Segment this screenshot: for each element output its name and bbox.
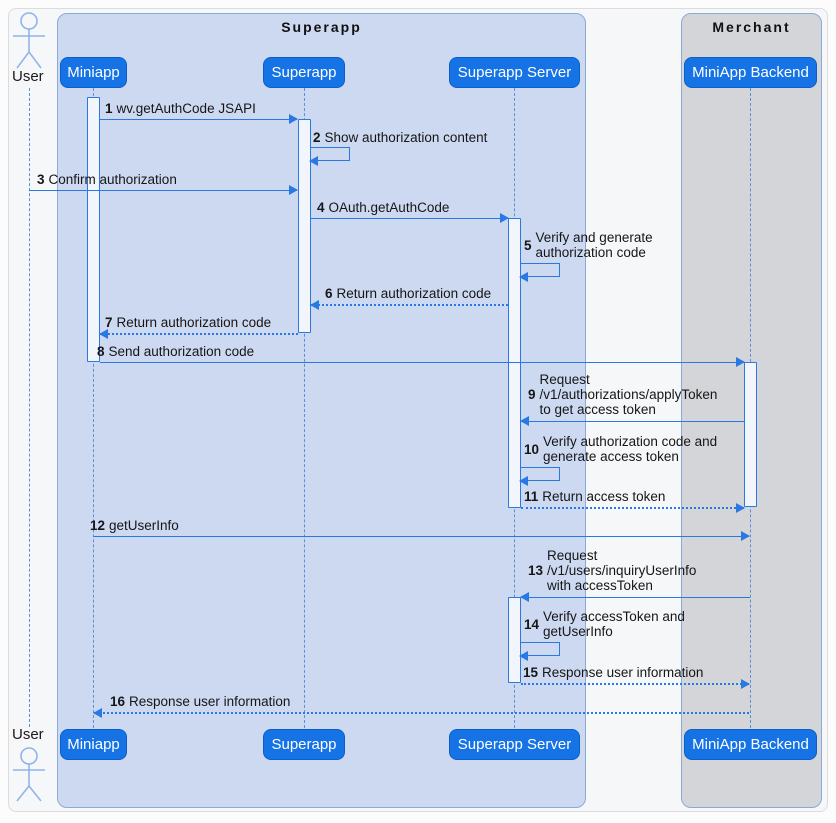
activation-superapp-server-1	[508, 218, 521, 508]
activation-superapp-server-2	[508, 597, 521, 683]
activation-superapp	[297, 119, 311, 333]
user-label-bottom: User	[12, 726, 44, 743]
message-1-line	[100, 114, 298, 124]
message-15-label: 15 Response user information	[523, 665, 704, 680]
user-actor-icon	[13, 12, 45, 69]
message-14-label: 14 Verify accessToken and getUserInfo	[524, 609, 685, 639]
participant-miniapp-bottom-label: Miniapp	[67, 736, 120, 753]
message-2-label: 2 Show authorization content	[313, 130, 488, 145]
participant-superapp-server-top: Superapp Server	[449, 57, 580, 88]
participant-superapp-top-label: Superapp	[271, 64, 337, 81]
message-4-label: 4 OAuth.getAuthCode	[317, 200, 450, 215]
arrow-right-icon	[500, 213, 509, 223]
message-5-selfloop	[519, 263, 560, 282]
arrow-left-icon	[520, 592, 529, 602]
message-3-line	[29, 185, 298, 195]
message-11-line	[521, 503, 745, 513]
lifeline-miniapp	[93, 88, 94, 728]
user-label-top: User	[12, 68, 44, 85]
message-6-label: 6 Return authorization code	[325, 286, 492, 301]
message-4-line	[310, 213, 509, 223]
message-3-label: 3 Confirm authorization	[37, 172, 177, 187]
message-14-selfloop	[519, 642, 560, 661]
message-10-selfloop	[519, 467, 560, 486]
participant-superapp-bottom-label: Superapp	[271, 736, 337, 753]
arrow-left-icon	[99, 329, 108, 339]
arrow-left-icon	[519, 476, 528, 486]
arrow-right-icon	[740, 531, 750, 541]
participant-miniapp-top-label: Miniapp	[67, 64, 120, 81]
participant-miniapp-top: Miniapp	[60, 57, 127, 88]
message-12-line	[93, 531, 750, 541]
message-2-selfloop	[308, 147, 350, 166]
arrow-right-icon	[736, 357, 745, 367]
message-10-label: 10 Verify authorization code and generat…	[524, 434, 718, 464]
participant-superapp-server-bottom-label: Superapp Server	[457, 736, 572, 753]
message-8-line	[100, 357, 745, 367]
message-9-label: 9 Request /v1/authorizations/applyToken …	[528, 372, 718, 417]
participant-superapp-server-bottom: Superapp Server	[449, 729, 580, 760]
arrow-left-icon	[308, 156, 318, 166]
message-5-label: 5 Verify and generate authorization code	[524, 230, 653, 260]
lifeline-user	[28, 88, 30, 727]
message-7-line	[99, 329, 298, 339]
participant-superapp-bottom: Superapp	[263, 729, 345, 760]
arrow-left-icon	[520, 416, 529, 426]
message-1-label: 1 wv.getAuthCode JSAPI	[105, 101, 256, 116]
message-7-label: 7 Return authorization code	[105, 315, 272, 330]
arrow-right-icon	[289, 185, 298, 195]
frame-superapp: Superapp	[57, 13, 586, 808]
arrow-right-icon	[741, 679, 750, 689]
participant-miniapp-backend-bottom: MiniApp Backend	[684, 729, 817, 760]
participant-miniapp-backend-bottom-label: MiniApp Backend	[692, 736, 809, 753]
frame-superapp-title: Superapp	[281, 19, 362, 35]
message-16-label: 16 Response user information	[110, 694, 291, 709]
arrow-right-icon	[289, 114, 298, 124]
arrow-left-icon	[92, 708, 102, 718]
message-13-label: 13 Request /v1/users/inquiryUserInfo wit…	[528, 548, 697, 593]
message-6-line	[309, 300, 508, 310]
frame-merchant-title: Merchant	[712, 19, 791, 35]
message-9-line	[520, 416, 744, 426]
message-13-line	[520, 592, 750, 602]
lifeline-superapp	[303, 88, 305, 728]
message-15-line	[521, 679, 750, 689]
participant-miniapp-backend-top-label: MiniApp Backend	[692, 64, 809, 81]
message-12-label: 12 getUserInfo	[90, 518, 179, 533]
participant-miniapp-backend-top: MiniApp Backend	[684, 57, 817, 88]
participant-miniapp-bottom: Miniapp	[60, 729, 127, 760]
arrow-left-icon	[309, 300, 319, 310]
arrow-left-icon	[519, 272, 528, 282]
participant-superapp-top: Superapp	[263, 57, 345, 88]
user-actor-icon	[13, 747, 45, 802]
arrow-right-icon	[736, 503, 745, 513]
arrow-left-icon	[519, 651, 528, 661]
activation-miniapp-backend	[744, 362, 757, 507]
participant-superapp-server-top-label: Superapp Server	[457, 64, 572, 81]
message-8-label: 8 Send authorization code	[97, 344, 255, 359]
message-16-line	[92, 708, 749, 718]
message-11-label: 11 Return access token	[524, 489, 666, 504]
activation-miniapp	[87, 97, 100, 362]
